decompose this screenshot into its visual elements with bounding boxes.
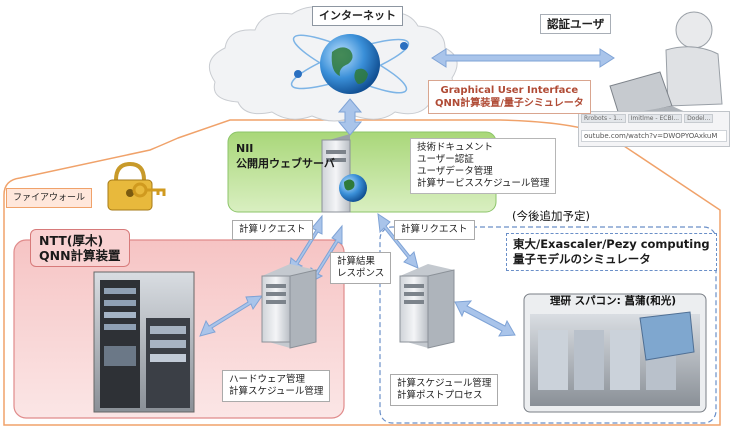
firewall-label: ファイアウォール (6, 188, 93, 208)
nii-feature: 計算サービススケジュール管理 (417, 178, 550, 189)
future-title-line1: 東大/Exascaler/Pezy computing (513, 237, 710, 251)
response-line1: 計算結果 (337, 256, 376, 267)
ntt-title: NTT(厚木) QNN計算装置 (30, 229, 130, 267)
response-line2: レスポンス (337, 268, 385, 279)
future-feature: 計算ポストプロセス (397, 390, 483, 401)
future-features: 計算スケジュール管理 計算ポストプロセス (390, 374, 499, 406)
user-at-laptop-icon (604, 11, 723, 128)
gui-line2: QNN計算装置/量子シミュレータ (435, 98, 584, 109)
request-right-label: 計算リクエスト (394, 220, 475, 240)
request-left-label: 計算リクエスト (232, 220, 313, 240)
browser-url-bar[interactable]: outube.com/watch?v=DWOPYOAxkuM (581, 130, 727, 142)
nii-server-icon (321, 134, 367, 213)
internet-label: インターネット (312, 6, 403, 26)
browser-tab[interactable]: Imitlme - ECBI... (627, 114, 683, 123)
future-title: 東大/Exascaler/Pezy computing 量子モデルのシミュレータ (506, 233, 717, 271)
nii-feature: ユーザー認証 (417, 154, 474, 165)
future-label: (今後追加予定) (512, 209, 590, 223)
gui-label: Graphical User Interface QNN計算装置/量子シミュレー… (428, 80, 591, 114)
auth-user-label: 認証ユーザ (540, 14, 612, 34)
arrow-request-right (377, 212, 419, 269)
riken-label: 理研 スパコン: 菖蒲(和光) (550, 295, 677, 307)
arrow-future-internal (454, 300, 516, 337)
ntt-server-icon (261, 264, 317, 349)
nii-title-line2: 公開用ウェブサーバ (236, 157, 335, 170)
nii-title: NII 公開用ウェブサーバ (236, 141, 335, 171)
browser-tab[interactable]: Dodel... (684, 114, 714, 123)
future-title-line2: 量子モデルのシミュレータ (513, 252, 651, 266)
riken-supercomputer-photo (523, 293, 707, 413)
ntt-title-line1: NTT(厚木) (39, 233, 104, 248)
browser-screenshot: Rrobots - 1... Imitlme - ECBI... Dodel..… (578, 111, 730, 147)
nii-title-line1: NII (236, 142, 254, 155)
globe-icon (290, 34, 410, 94)
future-feature: 計算スケジュール管理 (397, 378, 492, 389)
nii-feature: ユーザデータ管理 (417, 166, 493, 177)
response-label: 計算結果 レスポンス (330, 252, 392, 284)
lock-key-icon (107, 161, 166, 211)
arrow-cloud-user (431, 48, 615, 68)
browser-tab[interactable]: Rrobots - 1... (581, 114, 626, 123)
nii-feature: 技術ドキュメント (417, 142, 494, 153)
browser-tabs: Rrobots - 1... Imitlme - ECBI... Dodel..… (581, 114, 714, 123)
future-server-icon (399, 264, 455, 349)
nii-features: 技術ドキュメント ユーザー認証 ユーザデータ管理 計算サービススケジュール管理 (410, 138, 557, 194)
ntt-equipment-photo (93, 271, 195, 413)
ntt-features: ハードウェア管理 計算スケジュール管理 (222, 370, 331, 402)
ntt-title-line2: QNN計算装置 (39, 248, 121, 263)
ntt-feature: ハードウェア管理 (229, 374, 306, 385)
ntt-feature: 計算スケジュール管理 (229, 386, 324, 397)
gui-line1: Graphical User Interface (440, 85, 579, 96)
